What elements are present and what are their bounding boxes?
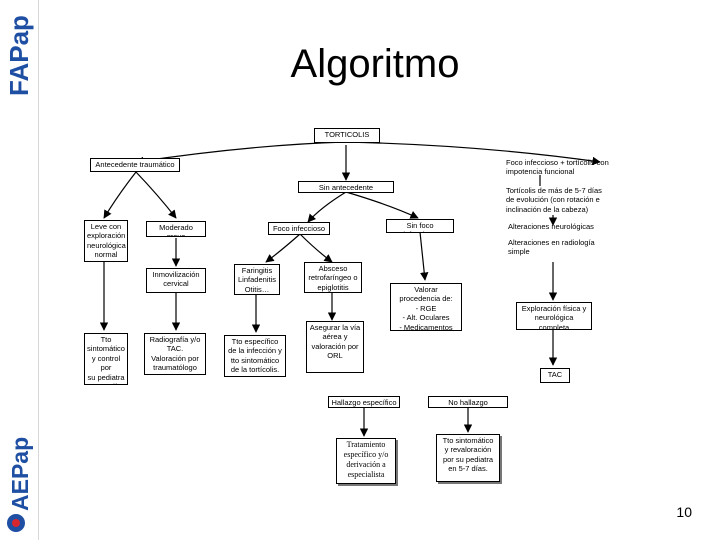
node-foco-infeccioso-impotencia: Foco infeccioso + tortícolis con impoten… — [506, 158, 609, 177]
node-tto-sintomatico-control: Tto sintomático y control por su pediatr… — [84, 333, 128, 385]
node-no-hallazgo-especifico: No hallazgo específico — [428, 396, 508, 408]
node-tratamiento-especifico: Tratamiento específico y/o derivación a … — [336, 438, 396, 484]
connector-antecedente-leve — [103, 171, 137, 219]
sidebar-logos: FAPap AEPap — [0, 0, 39, 540]
node-antecedente-traumatico: Antecedente traumático — [90, 158, 180, 172]
page-title: Algoritmo — [290, 42, 460, 86]
connector-sin-sin-foco — [345, 191, 419, 219]
fapap-logo-text: FAPap — [4, 15, 34, 96]
node-asegurar-via-aerea: Asegurar la vía aérea y valoración por O… — [306, 321, 364, 373]
node-tto-revaloracion: Tto sintomático y revaloración por su pe… — [436, 434, 500, 482]
aepap-logo: AEPap — [7, 437, 33, 532]
connector-sin-foco-infeccioso — [307, 191, 347, 223]
page-number: 10 — [676, 504, 692, 520]
node-faringitis: Faringitis Linfadenitis Otitis… — [234, 264, 280, 295]
node-sin-foco-infeccioso: Sin foco infeccioso — [386, 219, 454, 233]
node-hallazgo-especifico: Hallazgo específico — [328, 396, 400, 408]
connector-sin-foco-valorar — [419, 231, 429, 281]
connector-foco-faringitis — [265, 233, 301, 263]
connector-foco-absceso — [299, 233, 333, 263]
node-moderado-grave: Moderado grave — [146, 221, 206, 237]
node-tto-especifico-infeccion: Tto específico de la infección y tto sin… — [224, 335, 286, 377]
node-torticolis: TORTICOLIS — [314, 128, 380, 143]
aepap-logo-text: AEPap — [7, 437, 33, 511]
connector-antecedente-moderado — [135, 171, 177, 219]
node-absceso: Absceso retrofaríngeo o epiglotitis — [304, 262, 362, 293]
node-foco-infeccioso: Foco infeccioso — [268, 222, 330, 235]
node-leve-exploracion: Leve con exploración neurológica normal — [84, 220, 128, 262]
node-alteraciones-neurologicas: Alteraciones neurológicas — [508, 222, 594, 231]
fapap-logo: FAPap — [4, 15, 34, 96]
node-inmovilizacion-cervical: Inmovilización cervical — [146, 268, 206, 293]
node-radiografia-tac: Radiografía y/o TAC. Valoración por trau… — [144, 333, 206, 375]
node-alteraciones-radiologia: Alteraciones en radiología simple — [508, 238, 595, 257]
node-exploracion-fisica: Exploración física y neurológica complet… — [516, 302, 592, 330]
node-torticolis-dias: Tortícolis de más de 5-7 días de evoluci… — [506, 186, 602, 214]
node-sin-antecedente-traumatico: Sin antecedente traumático — [298, 181, 394, 193]
node-tac: TAC — [540, 368, 570, 383]
node-valorar-procedencia: Valorar procedencia de: - RGE - Alt. Ocu… — [390, 283, 462, 331]
